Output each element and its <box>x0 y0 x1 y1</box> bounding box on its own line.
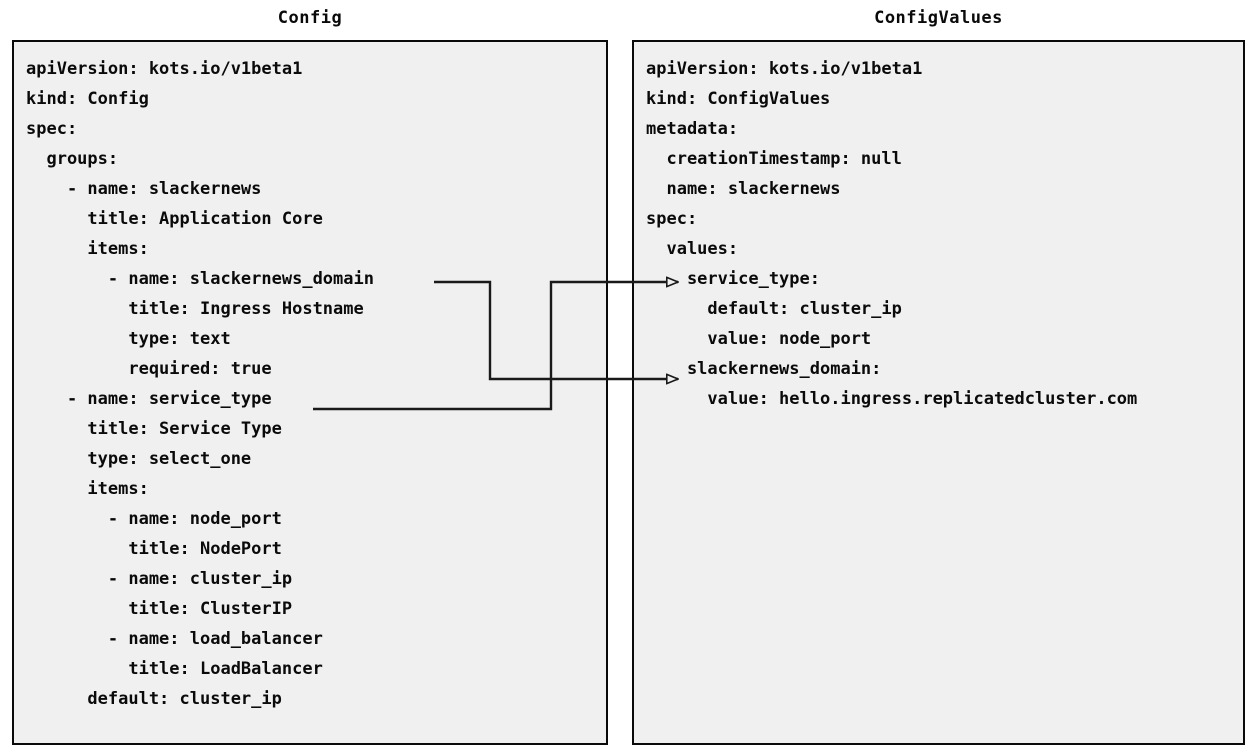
configvalues-yaml-line-11: value: hello.ingress.replicatedcluster.c… <box>646 389 1138 409</box>
config-yaml-line-3: groups: <box>26 149 119 169</box>
config-yaml-line-0: apiVersion: kots.io/v1beta1 <box>26 59 303 79</box>
config-yaml-line-11: - name: service_type <box>26 389 272 409</box>
configvalues-yaml-line-2: metadata: <box>646 119 739 139</box>
config-yaml-text: apiVersion: kots.io/v1beta1 kind: Config s… <box>14 42 606 714</box>
config-yaml-line-7: - name: slackernews_domain <box>26 269 374 289</box>
config-yaml-line-6: items: <box>26 239 149 259</box>
configvalues-yaml-line-5: spec: <box>646 209 698 229</box>
config-yaml-line-12: title: Service Type <box>26 419 282 439</box>
config-yaml-line-2: spec: <box>26 119 78 139</box>
configvalues-yaml-line-10: slackernews_domain: <box>646 359 882 379</box>
configvalues-yaml-line-6: values: <box>646 239 739 259</box>
config-yaml-line-17: - name: cluster_ip <box>26 569 293 589</box>
configvalues-yaml-line-8: default: cluster_ip <box>646 299 902 319</box>
config-yaml-line-9: type: text <box>26 329 231 349</box>
config-yaml-line-5: title: Application Core <box>26 209 323 229</box>
config-yaml-line-15: - name: node_port <box>26 509 282 529</box>
config-yaml-line-14: items: <box>26 479 149 499</box>
configvalues-panel-title: ConfigValues <box>874 8 1003 28</box>
configvalues-yaml-panel: apiVersion: kots.io/v1beta1 kind: ConfigV… <box>632 40 1245 745</box>
config-panel-title: Config <box>277 8 343 28</box>
config-yaml-panel: apiVersion: kots.io/v1beta1 kind: Config s… <box>12 40 608 745</box>
configvalues-yaml-text: apiVersion: kots.io/v1beta1 kind: ConfigV… <box>634 42 1243 414</box>
configvalues-yaml-line-3: creationTimestamp: null <box>646 149 902 169</box>
config-yaml-line-10: required: true <box>26 359 272 379</box>
config-yaml-line-8: title: Ingress Hostname <box>26 299 364 319</box>
config-yaml-line-21: default: cluster_ip <box>26 689 282 709</box>
configvalues-yaml-line-0: apiVersion: kots.io/v1beta1 <box>646 59 923 79</box>
config-yaml-line-20: title: LoadBalancer <box>26 659 323 679</box>
configvalues-yaml-line-1: kind: ConfigValues <box>646 89 831 109</box>
config-yaml-line-16: title: NodePort <box>26 539 282 559</box>
configvalues-yaml-line-9: value: node_port <box>646 329 872 349</box>
config-yaml-line-13: type: select_one <box>26 449 252 469</box>
config-yaml-line-1: kind: Config <box>26 89 149 109</box>
configvalues-yaml-line-7: service_type: <box>646 269 820 289</box>
config-yaml-line-19: - name: load_balancer <box>26 629 323 649</box>
configvalues-yaml-line-4: name: slackernews <box>646 179 841 199</box>
config-yaml-line-4: - name: slackernews <box>26 179 262 199</box>
config-yaml-line-18: title: ClusterIP <box>26 599 293 619</box>
